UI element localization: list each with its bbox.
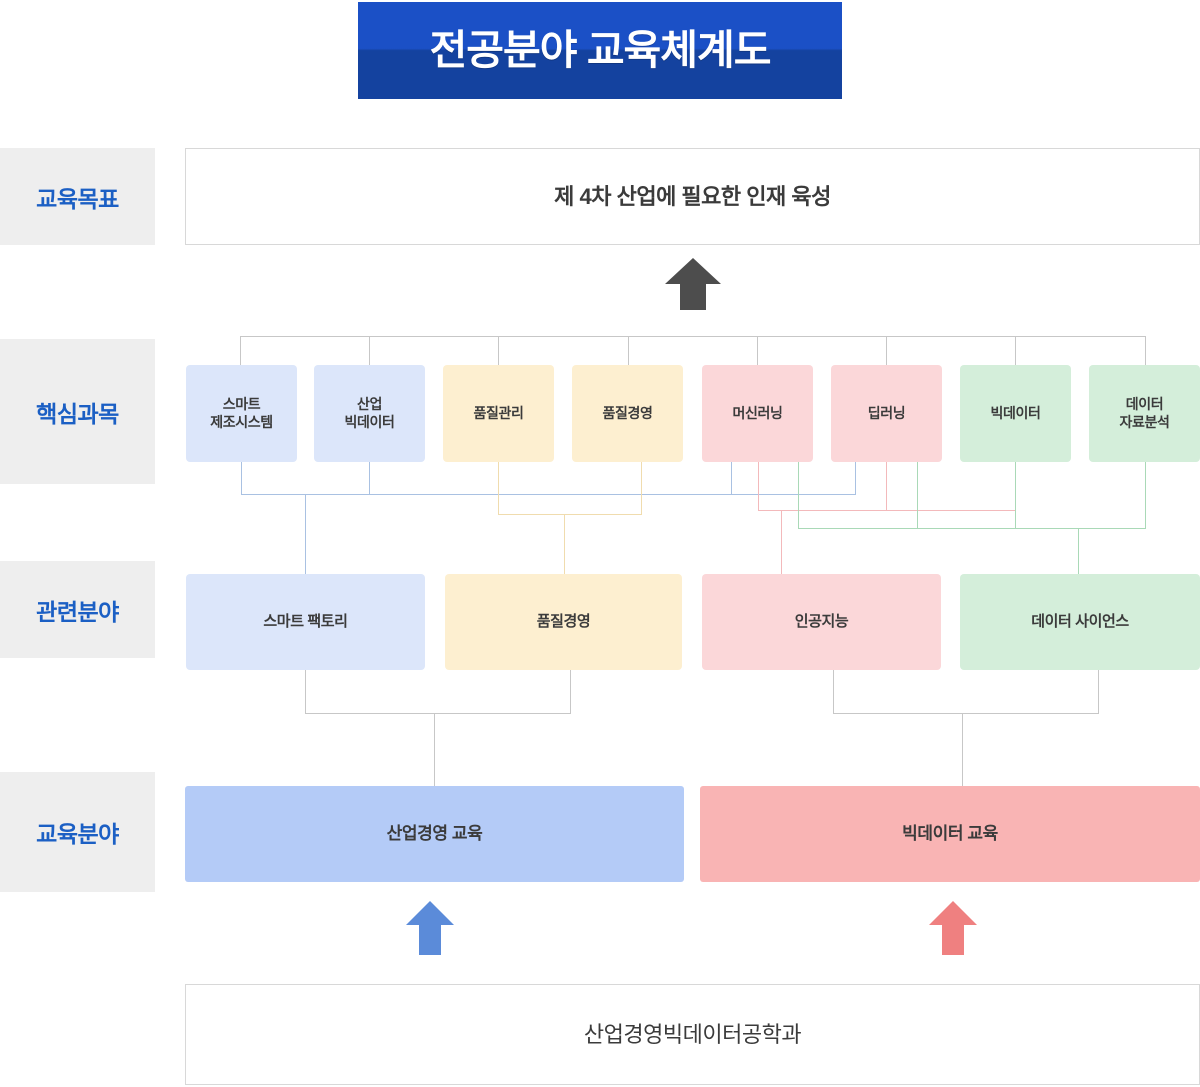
- core-bus-drop-3: [498, 336, 499, 366]
- education-field-label-2: 빅데이터 교육: [902, 824, 998, 844]
- goal-up-arrow-icon: [663, 258, 723, 312]
- core-subject-box-4[interactable]: 품질경영: [572, 365, 683, 462]
- related-field-label-1: 스마트 팩토리: [263, 612, 348, 630]
- pink-conn-into-related-3: [781, 510, 782, 574]
- green-conn-drop-1: [798, 462, 799, 528]
- core-bus-drop-5: [757, 336, 758, 366]
- edu-conn-right-drop-2: [1098, 670, 1099, 713]
- row-label-education-fields: 교육분야: [0, 772, 155, 892]
- pink-conn-bus: [758, 510, 1016, 511]
- edu-conn-right-into-edu: [962, 713, 963, 786]
- education-field-label-1: 산업경영 교육: [386, 824, 483, 844]
- edu-conn-right-bus: [833, 713, 1099, 714]
- row-label-core-text: 핵심과목: [36, 400, 119, 427]
- related-field-box-3[interactable]: 인공지능: [702, 574, 941, 670]
- blue-conn-drop-1: [241, 462, 242, 494]
- bigdata-up-arrow-icon: [927, 901, 979, 957]
- industrial-management-up-arrow-icon: [404, 901, 456, 957]
- related-field-label-4: 데이터 사이언스: [1031, 612, 1129, 630]
- blue-conn-bus: [241, 494, 856, 495]
- diagram-title-text: 전공분야 교육체계도: [429, 27, 772, 73]
- pink-conn-drop-1: [758, 462, 759, 510]
- related-field-label-3: 인공지능: [794, 612, 849, 630]
- core-bus-drop-8: [1145, 336, 1146, 366]
- related-field-label-2: 품질경영: [536, 612, 591, 630]
- green-conn-drop-4: [1145, 462, 1146, 528]
- yellow-conn-drop-2: [641, 462, 642, 514]
- core-subject-label-6: 딥러닝: [867, 404, 906, 421]
- education-field-box-2[interactable]: 빅데이터 교육: [700, 786, 1200, 882]
- green-conn-bus: [798, 528, 1146, 529]
- core-subject-label-3: 품질관리: [473, 404, 524, 421]
- row-label-related-fields: 관련분야: [0, 561, 155, 658]
- related-field-box-1[interactable]: 스마트 팩토리: [186, 574, 425, 670]
- education-goal-text: 제 4차 산업에 필요한 인재 육성: [554, 183, 831, 209]
- core-subject-box-7[interactable]: 빅데이터: [960, 365, 1071, 462]
- core-subject-label-4: 품질경영: [602, 404, 653, 421]
- diagram-title-banner: 전공분야 교육체계도: [358, 2, 842, 99]
- related-field-box-4[interactable]: 데이터 사이언스: [960, 574, 1200, 670]
- blue-conn-into-related-1: [305, 494, 306, 574]
- core-bus-horizontal: [240, 336, 1146, 337]
- core-subject-box-5[interactable]: 머신러닝: [702, 365, 813, 462]
- core-bus-drop-6: [886, 336, 887, 366]
- edu-conn-left-bus: [305, 713, 571, 714]
- core-bus-drop-2: [369, 336, 370, 366]
- row-label-edu-text: 교육분야: [36, 821, 119, 847]
- edu-conn-left-drop-1: [305, 670, 306, 713]
- department-name-text: 산업경영빅데이터공학과: [583, 1021, 802, 1047]
- blue-conn-drop-2: [369, 462, 370, 494]
- core-bus-drop-4: [628, 336, 629, 366]
- department-box: 산업경영빅데이터공학과: [185, 984, 1200, 1085]
- blue-conn-drop-3: [731, 462, 732, 494]
- row-label-related-text: 관련분야: [36, 598, 119, 625]
- green-conn-drop-2: [917, 462, 918, 528]
- green-conn-into-related-4: [1078, 528, 1079, 574]
- related-field-box-2[interactable]: 품질경영: [445, 574, 682, 670]
- yellow-conn-drop-1: [498, 462, 499, 514]
- core-subject-box-3[interactable]: 품질관리: [443, 365, 554, 462]
- core-subject-label-5: 머신러닝: [732, 404, 783, 421]
- core-bus-drop-1: [240, 336, 241, 366]
- row-label-core-subjects: 핵심과목: [0, 339, 155, 484]
- edu-conn-right-drop-1: [833, 670, 834, 713]
- pink-conn-drop-2: [886, 462, 887, 510]
- education-field-box-1[interactable]: 산업경영 교육: [185, 786, 684, 882]
- core-bus-drop-7: [1015, 336, 1016, 366]
- row-label-education-goal: 교육목표: [0, 148, 155, 245]
- edu-conn-left-drop-2: [570, 670, 571, 713]
- yellow-conn-bus: [498, 514, 642, 515]
- edu-conn-left-into-edu: [434, 713, 435, 786]
- core-subject-label-7: 빅데이터: [990, 404, 1041, 421]
- core-subject-box-6[interactable]: 딥러닝: [831, 365, 942, 462]
- row-label-goal-text: 교육목표: [36, 185, 119, 212]
- blue-conn-drop-4: [855, 462, 856, 494]
- green-conn-drop-3: [1015, 462, 1016, 528]
- education-goal-box: 제 4차 산업에 필요한 인재 육성: [185, 148, 1200, 245]
- yellow-conn-into-related-2: [564, 514, 565, 574]
